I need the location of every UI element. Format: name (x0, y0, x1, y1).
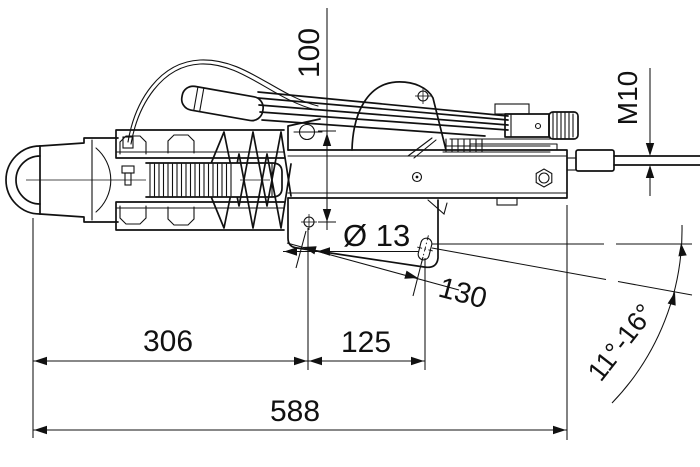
hex-nut-icon (535, 168, 553, 188)
lever-adjuster (494, 103, 579, 140)
clamp-flanges (115, 129, 285, 231)
shackle-handle (5, 145, 41, 215)
dim-thread-label: M10 (612, 71, 643, 125)
bolt-icon (167, 206, 195, 226)
brake-rod (566, 149, 700, 172)
breakaway-cable (122, 59, 319, 149)
lever-bracket (351, 81, 447, 151)
dim-hole-dia: Ø 13 (283, 218, 419, 256)
dim-306-label: 306 (143, 325, 193, 358)
bracket-hole (415, 88, 431, 104)
flange-tab (427, 199, 448, 215)
shackle-handle-inner (15, 155, 41, 205)
dim-length-306: 306 (33, 325, 308, 366)
bolt-icon (119, 205, 147, 225)
dim-height-label: 100 (293, 28, 326, 78)
ratchet-rack (407, 137, 551, 159)
dim-thread-m10: M10 (612, 68, 655, 196)
lever-grip (180, 85, 265, 122)
bolt-icon (167, 134, 195, 154)
dim-angle-range: 11°-16° (431, 224, 693, 404)
spring-ribs (149, 163, 232, 197)
dim-125-label: 125 (341, 326, 391, 359)
cable-clamp (122, 136, 134, 149)
damper-spring-shaft (145, 162, 283, 198)
lever-adjuster-knob (548, 111, 579, 140)
coupling-head (5, 137, 135, 223)
dim-hole-spacing-label: 130 (435, 272, 490, 315)
flange-hole-front (301, 214, 317, 230)
rod-sleeve (575, 149, 615, 172)
dim-length-588: 588 (33, 395, 567, 435)
dim-hole-dia-label: Ø 13 (343, 218, 410, 253)
dim-height-100: 100 (293, 8, 336, 230)
coupling-pin (121, 165, 135, 186)
handbrake-lever (122, 59, 579, 159)
upper-mounting-hole (293, 123, 323, 141)
lever-tube (257, 91, 509, 137)
dim-angle-label: 11°-16° (582, 298, 660, 386)
dim-length-125: 125 (308, 326, 425, 366)
ball-socket-curve (95, 147, 112, 213)
housing-hole (411, 171, 423, 183)
dim-588-label: 588 (270, 395, 320, 428)
